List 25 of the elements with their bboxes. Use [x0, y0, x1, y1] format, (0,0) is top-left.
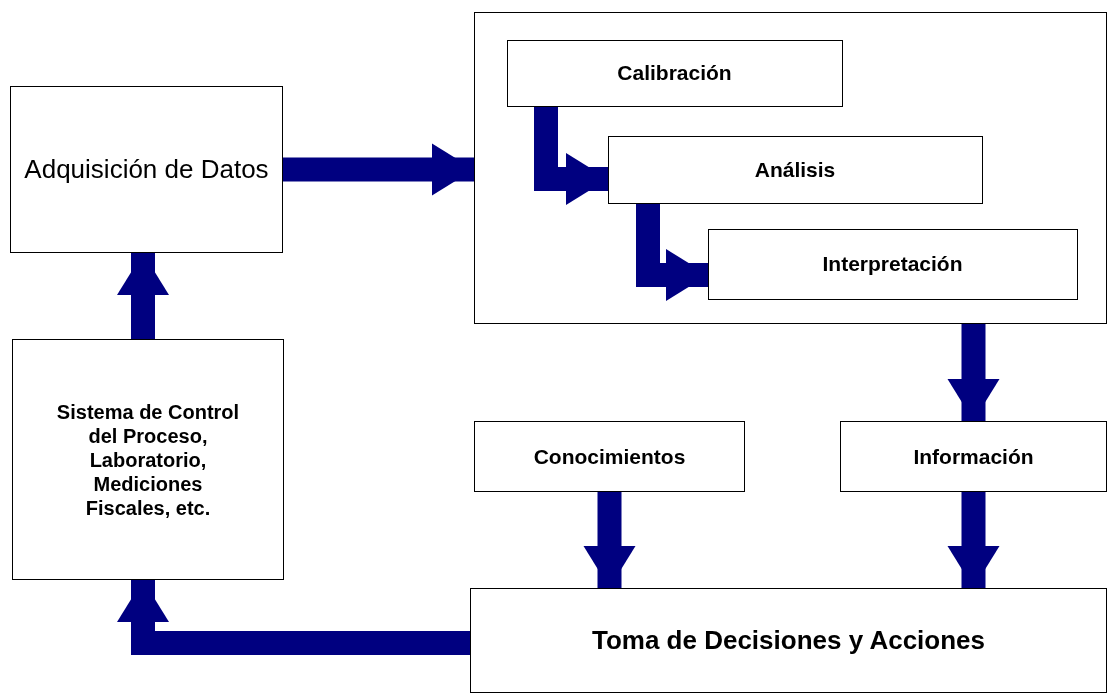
arrow: [947, 324, 1000, 421]
process-box: [506, 39, 843, 107]
arrow: [534, 107, 608, 205]
arrow: [117, 253, 169, 339]
arrow: [947, 492, 1000, 588]
box-label: Adquisición de Datos: [24, 153, 269, 186]
process-box: [707, 228, 1078, 300]
box-label: Conocimientos: [533, 443, 686, 470]
process-box: [474, 421, 745, 492]
arrow: [283, 143, 474, 196]
box-label: Información: [913, 443, 1034, 470]
arrow: [583, 492, 636, 588]
group-box: [474, 12, 1107, 324]
arrow: [117, 580, 470, 655]
box-label: Sistema de Control del Proceso, Laboratorio, Mediciones Fiscales, etc.: [55, 399, 241, 520]
box-label: Análisis: [754, 156, 836, 183]
process-box: [470, 588, 1107, 693]
process-box: [607, 135, 983, 204]
box-label: Calibración: [617, 60, 732, 86]
box-label: Interpretación: [822, 251, 963, 277]
arrow: [636, 204, 708, 301]
process-box: [840, 421, 1107, 492]
process-box: [12, 339, 284, 580]
box-label: Toma de Decisiones y Acciones: [591, 624, 985, 657]
process-box: [10, 86, 283, 253]
